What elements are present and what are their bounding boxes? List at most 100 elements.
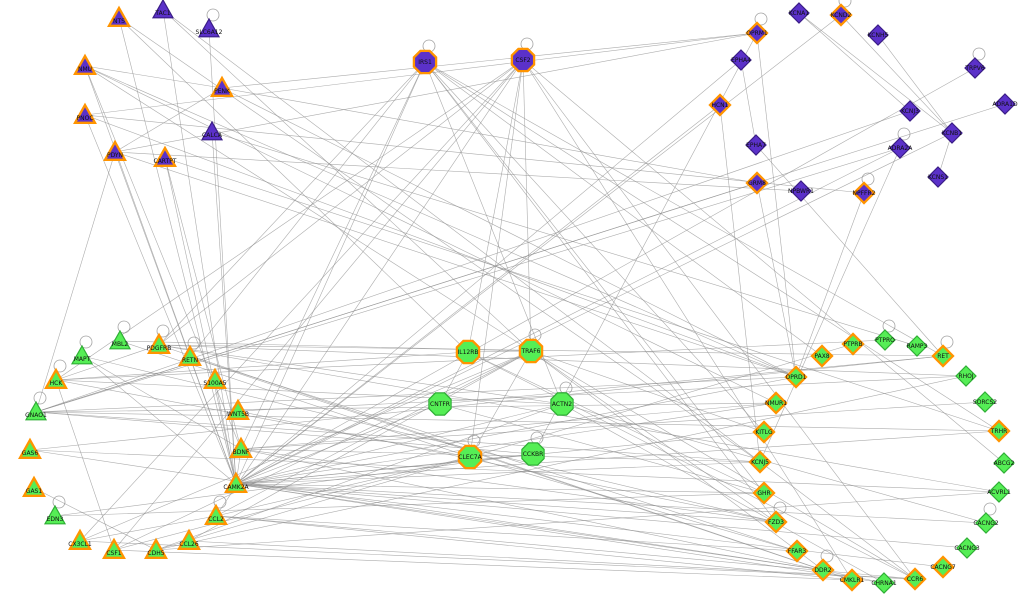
node-MAPT[interactable]: MAPT [70,335,94,365]
self-loop-edge [773,501,787,515]
edge-NPFFR2-OPRD1 [795,192,865,378]
node-MBL2[interactable]: MBL2 [108,320,132,350]
triangle-node-shape [197,17,221,38]
node-CACNG3[interactable]: CACNG3 [954,537,980,559]
node-KCNS1[interactable]: KCNS1 [927,166,949,188]
node-CCL2[interactable]: CCL2 [204,495,228,525]
node-KITLG[interactable]: KITLG [752,420,776,444]
node-FFAR3[interactable]: FFAR3 [785,539,809,563]
edge-GNAO1-TRHR [35,411,1000,432]
edge-PDYN-GNAO1 [35,151,116,413]
node-NPFFR2[interactable]: NPFFR2 [852,172,876,205]
node-SLC6A12[interactable]: SLC6A12 [196,8,223,38]
node-PDGFRB[interactable]: PDGFRB [147,324,172,354]
self-loop-edge [940,335,954,349]
node-RAMP3[interactable]: RAMP3 [906,335,928,357]
triangle-node-shape [203,367,227,389]
triangle-node-shape [107,5,131,27]
node-NMUR1[interactable]: NMUR1 [764,391,788,415]
octagon-node-shape [550,392,574,416]
node-CCKBR[interactable]: CCKBR [521,431,545,466]
edge-ACTN2-HCK [55,379,563,405]
node-CARTPT[interactable]: CARTPT [153,145,177,167]
node-KCNA1[interactable]: KCNA1 [788,2,810,24]
edge-PDYN-OPRM1 [114,32,758,153]
diamond-node-shape [745,171,769,195]
edge-EPHA7-RET [755,144,944,357]
node-CCR6[interactable]: CCR6 [903,567,927,591]
node-CX3CL1[interactable]: CX3CL1 [68,528,92,550]
node-CACNG7[interactable]: CACNG7 [930,555,956,579]
edge-CLEC7A-CCL2 [215,456,471,517]
node-NMU[interactable]: NMU [73,53,97,75]
node-CHRNA1[interactable]: CHRNA1 [871,572,897,594]
node-OPRM1[interactable]: OPRM1 [745,12,769,45]
edge-CAMK2A-NMUR1 [235,402,777,485]
node-NTS[interactable]: NTS [107,5,131,27]
edge-CSF2-PDGFRB [158,59,524,346]
edge-ACTN2-CACNG2 [561,403,987,524]
node-KCNH5[interactable]: KCNH5 [867,24,889,46]
node-TRHR[interactable]: TRHR [987,419,1011,443]
diamond-node-shape [708,93,732,117]
triangle-node-shape [144,537,168,559]
triangle-node-shape [153,145,177,167]
edge-CSF2-HCK [55,59,524,381]
node-CCL26[interactable]: CCL26 [177,528,201,550]
node-EPHA7[interactable]: EPHA7 [745,134,767,156]
node-ACVRL1[interactable]: ACVRL1 [987,481,1011,503]
edge-CSF2-CSF1 [113,59,524,551]
triangle-node-shape [43,504,67,525]
node-RET[interactable]: RET [931,335,955,368]
node-SORCS2[interactable]: SORCS2 [973,391,997,413]
node-ADRA1D[interactable]: ADRA1D [992,93,1018,115]
node-KCNJ3[interactable]: KCNJ3 [899,100,921,122]
node-GAS1[interactable]: GAS1 [22,475,46,497]
node-CACNG2[interactable]: CACNG2 [973,502,999,534]
edge-CSF2-CX3CL1 [79,59,524,542]
node-IL12RB[interactable]: IL12RB [455,339,481,365]
node-ABCG2[interactable]: ABCG2 [993,452,1015,474]
node-TRPV6[interactable]: TRPV6 [964,47,986,79]
node-RHOJ[interactable]: RHOJ [955,365,977,387]
edge-CARTPT-TRHR [164,157,1000,432]
diamond-node-shape [994,93,1016,115]
edge-CCL26-CCR6 [188,540,916,580]
diamond-node-shape [764,510,788,534]
node-CMKLR1[interactable]: CMKLR1 [840,568,865,592]
node-GAS6[interactable]: GAS6 [18,437,42,459]
diamond-node-shape [975,512,997,534]
node-CNTFR[interactable]: CNTFR [428,392,452,416]
edge-CNTFR-CAMK2A [235,403,441,485]
node-IRS1[interactable]: IRS1 [412,39,438,75]
triangle-node-shape [210,75,234,97]
node-NPBWR1[interactable]: NPBWR1 [788,180,814,202]
diamond-node-shape [811,558,835,582]
edge-BDNF-MAPT [81,355,242,450]
node-TAC1[interactable]: TAC1 [151,0,175,19]
node-HCK[interactable]: HCK [44,359,68,389]
diamond-node-shape [873,572,895,594]
node-PTPRB[interactable]: PTPRB [841,332,865,356]
node-PTPRO[interactable]: PTPRO [874,319,896,351]
triangle-node-shape [204,503,228,525]
node-KCNB1[interactable]: KCNB1 [941,122,963,144]
node-EPHA4[interactable]: EPHA4 [730,49,752,71]
node-KCNJ5[interactable]: KCNJ5 [748,450,772,474]
node-GNAO1[interactable]: GNAO1 [24,391,48,421]
edge-CAMK2A-KCNJ5 [235,461,761,485]
node-ACTN2[interactable]: ACTN2 [550,381,574,416]
node-PAX8[interactable]: PAX8 [810,344,834,368]
node-GHR[interactable]: GHR [752,481,776,505]
node-HCN1[interactable]: HCN1 [708,93,732,117]
node-CSF2[interactable]: CSF2 [510,37,536,73]
node-ADRA2A[interactable]: ADRA2A [888,127,914,159]
node-EDN3[interactable]: EDN3 [43,495,67,525]
node-GRM8[interactable]: GRM8 [745,171,769,195]
node-TRAF6[interactable]: TRAF6 [518,328,544,364]
edge-IRS1-CAMK2A [235,61,426,485]
node-KCND2[interactable]: KCND2 [829,0,853,27]
node-CDH5[interactable]: CDH5 [144,537,168,559]
edge-CAMK2A-DDR2 [235,483,824,571]
